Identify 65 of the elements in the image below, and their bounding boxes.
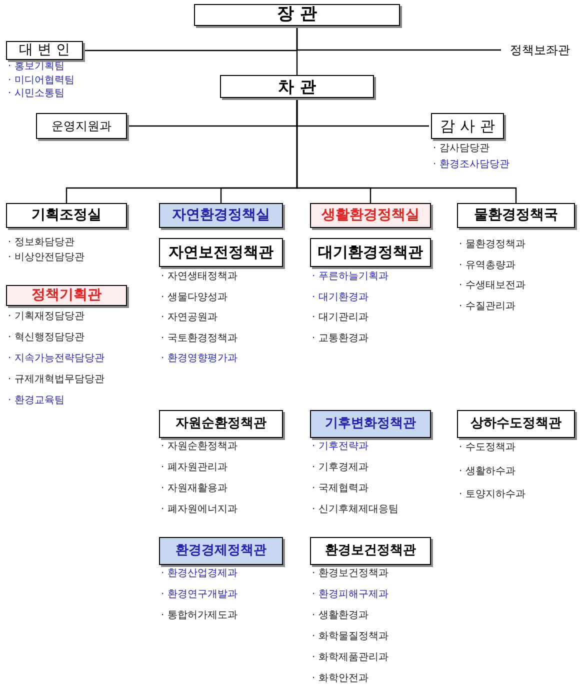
org-unit-box: 상하수도정책관 bbox=[457, 410, 575, 438]
department-item: · 수생태보전과 bbox=[459, 280, 526, 292]
department-item: · 수도정책과 bbox=[459, 442, 516, 454]
org-unit-box: 자연환경정책실 bbox=[159, 203, 283, 228]
department-item: · 유역총량과 bbox=[459, 260, 516, 272]
org-unit-box: 정책기획관 bbox=[6, 285, 127, 306]
department-item: · 폐자원에너지과 bbox=[161, 504, 238, 516]
department-item: · 비상안전담당관 bbox=[8, 252, 84, 264]
department-item: · 폐자원관리과 bbox=[161, 462, 228, 474]
org-unit-box: 물환경정책국 bbox=[457, 203, 575, 228]
department-item: · 환경조사담당관 bbox=[433, 159, 510, 171]
org-unit-box: 자원순환정책관 bbox=[159, 410, 283, 438]
department-item: · 화학제품관리과 bbox=[312, 652, 388, 664]
org-unit-box: 차 관 bbox=[220, 75, 374, 98]
department-item: · 규제개혁법무담당관 bbox=[8, 374, 104, 386]
department-item: · 교통환경과 bbox=[312, 332, 368, 344]
org-unit-box: 운영지원과 bbox=[36, 113, 127, 139]
department-item: · 환경교육팀 bbox=[8, 395, 64, 407]
department-item: · 생물다양성과 bbox=[161, 292, 228, 304]
department-item: · 지속가능전략담당관 bbox=[8, 353, 104, 365]
department-item: · 자연생태정책과 bbox=[161, 271, 238, 283]
department-item: · 자원순환정책과 bbox=[161, 441, 238, 453]
department-item: · 환경산업경제과 bbox=[161, 568, 238, 580]
department-item: · 홍보기획팀 bbox=[8, 61, 64, 73]
department-item: · 기후전략과 bbox=[312, 441, 368, 453]
department-item: · 감사담당관 bbox=[433, 143, 490, 155]
position-label: 정책보좌관 bbox=[503, 41, 577, 59]
department-item: · 환경보건정책과 bbox=[312, 568, 388, 580]
department-item: · 기후경제과 bbox=[312, 462, 368, 474]
org-unit-box: 환경경제정책관 bbox=[159, 537, 283, 565]
department-item: · 환경피해구제과 bbox=[312, 589, 388, 601]
department-item: · 환경영향평가과 bbox=[161, 353, 238, 365]
org-unit-box: 대 변 인 bbox=[6, 41, 83, 60]
department-item: · 물환경정책과 bbox=[459, 239, 526, 251]
org-unit-box: 생활환경정책실 bbox=[310, 203, 431, 228]
department-item: · 자연공원과 bbox=[161, 312, 218, 324]
department-item: · 생활하수과 bbox=[459, 466, 516, 478]
department-item: · 자원재활용과 bbox=[161, 483, 228, 495]
org-unit-box: 장 관 bbox=[194, 4, 400, 26]
department-item: · 화학물질정책과 bbox=[312, 631, 388, 643]
org-unit-box: 환경보건정책관 bbox=[310, 537, 431, 565]
department-item: · 수질관리과 bbox=[459, 300, 516, 312]
department-item: · 화학안전과 bbox=[312, 673, 368, 685]
department-item: · 국제협력과 bbox=[312, 483, 368, 495]
connector-line bbox=[296, 98, 517, 203]
department-item: · 대기환경과 bbox=[312, 292, 368, 304]
connector-line bbox=[296, 26, 501, 51]
department-item: · 혁신행정담당관 bbox=[8, 332, 84, 344]
department-item: · 통합허가제도과 bbox=[161, 610, 238, 622]
org-unit-box: 자연보전정책관 bbox=[159, 238, 283, 267]
department-item: · 대기관리과 bbox=[312, 312, 368, 324]
org-unit-box: 대기환경정책관 bbox=[310, 238, 431, 267]
department-item: · 시민소통팀 bbox=[8, 88, 64, 100]
department-item: · 환경연구개발과 bbox=[161, 589, 238, 601]
org-unit-box: 감 사 관 bbox=[431, 113, 504, 139]
org-unit-box: 기후변화정책관 bbox=[310, 410, 431, 438]
department-item: · 생활환경과 bbox=[312, 610, 368, 622]
org-unit-box: 기획조정실 bbox=[6, 203, 127, 228]
department-item: · 토양지하수과 bbox=[459, 489, 526, 501]
department-item: · 신기후체제대응팀 bbox=[312, 504, 398, 516]
department-item: · 기획재정담당관 bbox=[8, 311, 84, 323]
department-item: · 푸른하늘기획과 bbox=[312, 271, 388, 283]
department-item: · 미디어협력팀 bbox=[8, 74, 74, 86]
department-item: · 정보화담당관 bbox=[8, 237, 74, 249]
department-item: · 국토환경정책과 bbox=[161, 332, 238, 344]
